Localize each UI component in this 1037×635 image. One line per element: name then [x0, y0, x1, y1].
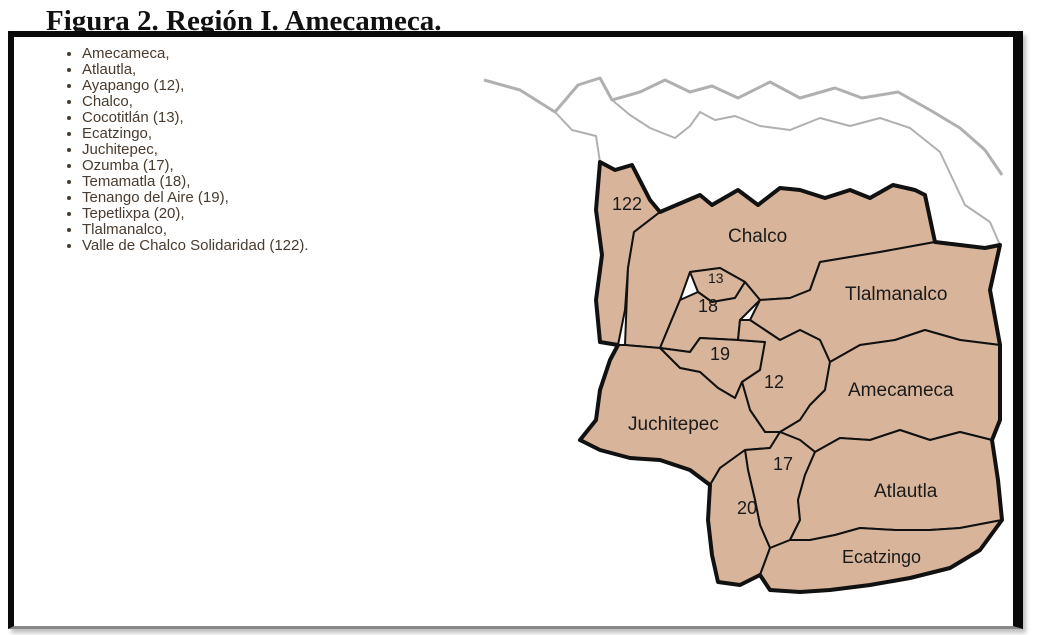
label-valle-de-chalco: 122: [612, 194, 642, 214]
list-item: Valle de Chalco Solidaridad (122).: [82, 238, 309, 254]
label-tlalmanalco: Tlalmanalco: [845, 284, 947, 305]
label-tepetlixpa: 20: [737, 498, 757, 518]
list-item: Ecatzingo,: [82, 126, 309, 142]
label-tenango: 19: [710, 344, 730, 364]
list-item: Ozumba (17),: [82, 158, 309, 174]
list-item: Juchitepec,: [82, 142, 309, 158]
list-item: Amecameca,: [82, 46, 309, 62]
list-item: Tlalmanalco,: [82, 222, 309, 238]
region-municipalities: [579, 161, 1003, 593]
label-atlautla: Atlautla: [874, 481, 938, 502]
map-labels: 122 Chalco 13 18 Tlalmanalco 19 12 Ameca…: [612, 194, 954, 567]
region-outline: [578, 160, 1004, 594]
municipality-list: Amecameca, Atlautla, Ayapango (12), Chal…: [62, 46, 309, 254]
label-chalco: Chalco: [728, 226, 787, 247]
list-item: Atlautla,: [82, 62, 309, 78]
context-border-inner: [554, 99, 1001, 246]
list-item: Tepetlixpa (20),: [82, 206, 309, 222]
list-item: Tenango del Aire (19),: [82, 190, 309, 206]
label-temamatla: 18: [698, 296, 718, 316]
label-ayapango: 12: [764, 372, 784, 392]
context-border-north: [483, 76, 1004, 176]
list-item: Cocotitlán (13),: [82, 110, 309, 126]
label-amecameca: Amecameca: [848, 380, 954, 401]
list-item: Ayapango (12),: [82, 78, 309, 94]
label-ozumba: 17: [773, 454, 793, 474]
list-item: Chalco,: [82, 94, 309, 110]
list-item: Temamatla (18),: [82, 174, 309, 190]
label-cocotitlan: 13: [708, 270, 724, 286]
label-ecatzingo: Ecatzingo: [842, 547, 921, 567]
label-juchitepec: Juchitepec: [628, 414, 719, 435]
context-borders: [483, 76, 1004, 246]
region-map: 122 Chalco 13 18 Tlalmanalco 19 12 Ameca…: [483, 76, 1004, 594]
